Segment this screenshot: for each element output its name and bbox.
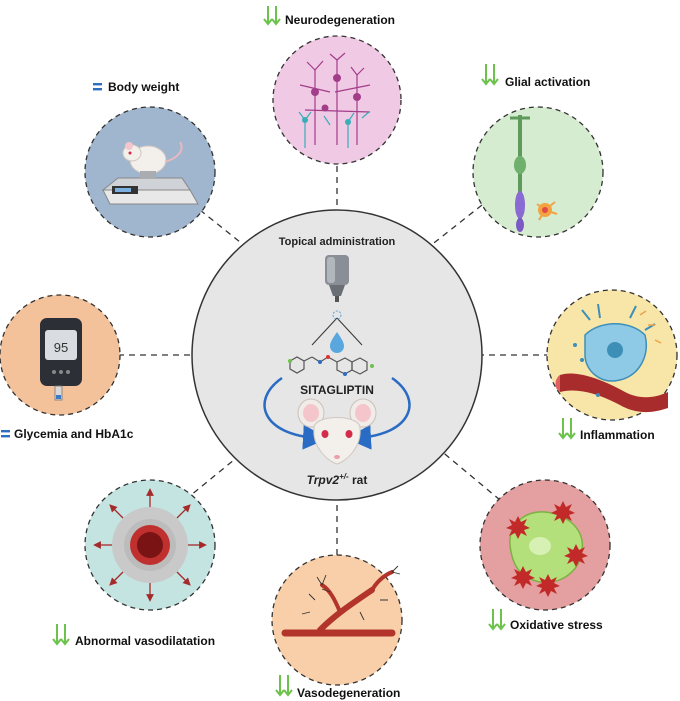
left-curved-arrow-icon bbox=[263, 376, 328, 450]
vasodegeneration-label: Vasodegeneration bbox=[297, 686, 400, 700]
neurodegeneration-node bbox=[272, 35, 402, 165]
center-circle bbox=[191, 209, 483, 501]
dilated-vessel-icon bbox=[93, 488, 207, 602]
equals-icon bbox=[93, 83, 102, 91]
eye-drop-bottle-icon bbox=[325, 255, 349, 302]
inflammation-cells-icon bbox=[555, 303, 668, 413]
glial-activation-node bbox=[472, 106, 604, 238]
rat-on-scale-icon bbox=[101, 141, 199, 205]
oxidized-cell-icon bbox=[506, 501, 588, 597]
glucometer-reading: 95 bbox=[54, 340, 68, 355]
animal-model-label: Trpv2+/- rat bbox=[307, 472, 368, 487]
small-drop-outline-icon bbox=[332, 310, 342, 320]
abnormal-vasodilatation-label: Abnormal vasodilatation bbox=[75, 634, 215, 648]
water-drop-icon bbox=[330, 332, 344, 353]
decrease-arrows-icon bbox=[558, 418, 576, 440]
decrease-arrows-icon bbox=[263, 6, 281, 26]
vasodegeneration-node bbox=[271, 554, 403, 686]
glycemia-node: 95 bbox=[0, 294, 121, 416]
glucometer-icon: 95 bbox=[40, 318, 82, 401]
oxidative-stress-node bbox=[479, 479, 611, 611]
rat-head-icon bbox=[297, 398, 377, 465]
body-weight-node bbox=[84, 106, 216, 238]
decrease-arrows-icon bbox=[488, 609, 506, 631]
sitagliptin-label: SITAGLIPTIN bbox=[300, 383, 374, 397]
decrease-arrows-icon bbox=[275, 675, 293, 697]
oxidative-stress-label: Oxidative stress bbox=[510, 618, 603, 632]
sitagliptin-molecule-icon bbox=[288, 355, 374, 376]
glycemia-label: Glycemia and HbA1c bbox=[14, 427, 134, 441]
body-weight-label: Body weight bbox=[108, 80, 179, 94]
abnormal-vasodilatation-node bbox=[84, 479, 216, 611]
equals-icon bbox=[1, 430, 10, 438]
decrease-arrows-icon bbox=[481, 64, 499, 86]
glial-activation-label: Glial activation bbox=[505, 75, 590, 89]
glial-cell-icon bbox=[510, 115, 558, 232]
neurons-icon bbox=[298, 52, 371, 148]
right-curved-arrow-icon bbox=[346, 376, 411, 450]
decrease-arrows-icon bbox=[52, 624, 70, 646]
topical-administration-label: Topical administration bbox=[279, 236, 396, 248]
inflammation-node bbox=[546, 289, 678, 421]
neurodegeneration-label: Neurodegeneration bbox=[285, 13, 395, 27]
inflammation-label: Inflammation bbox=[580, 428, 655, 442]
degenerated-vessels-icon bbox=[281, 565, 401, 637]
drop-to-molecule-lines bbox=[311, 317, 363, 346]
